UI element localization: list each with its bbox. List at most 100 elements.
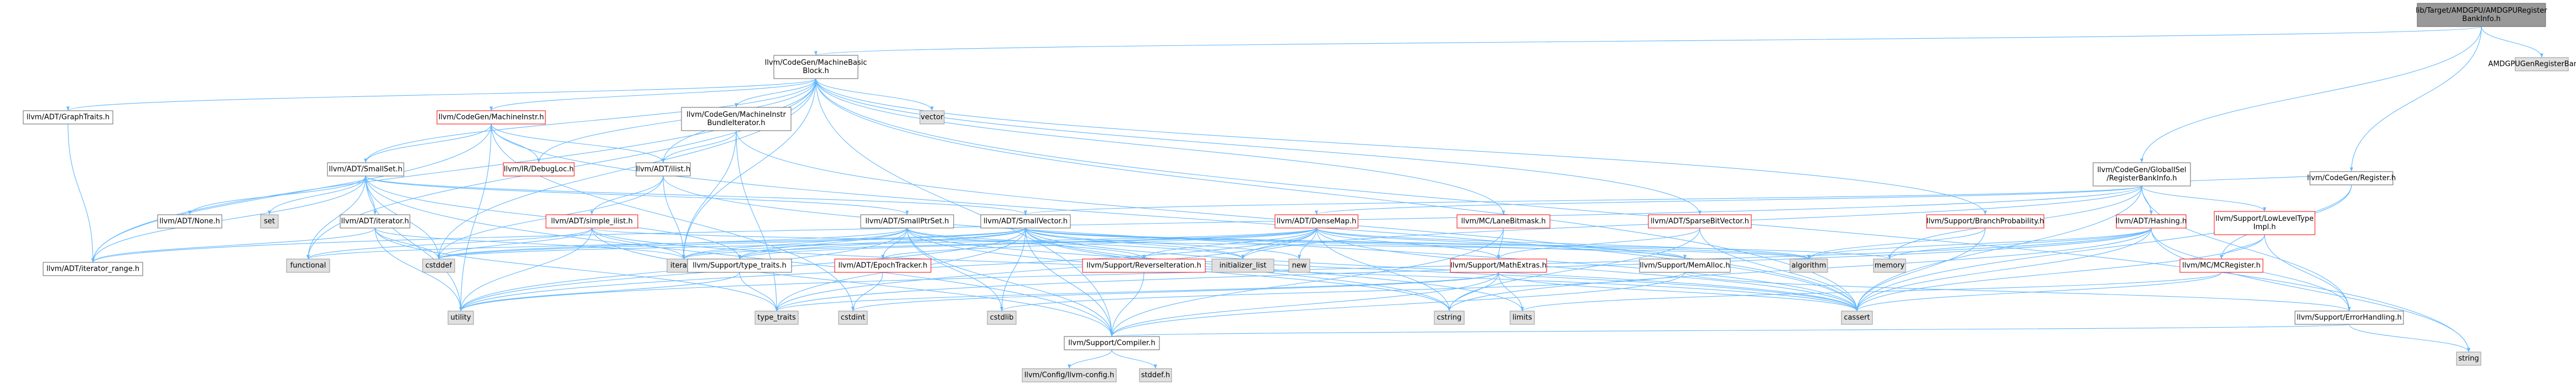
node-set: set [260, 214, 279, 229]
node-label: llvm/Config/llvm-config.h [1024, 371, 1114, 380]
edge-layer [66, 26, 2544, 369]
include-edge-epoch-to-cstdint [851, 272, 883, 312]
include-edge-smallset-to-iterrange [91, 175, 366, 263]
include-edge-errorhandling-to-string [2349, 324, 2471, 353]
include-edge-densemap-to-cassert [1316, 227, 1859, 312]
include-edge-adtiterator-to-iterator [374, 227, 685, 260]
node-box [834, 258, 931, 273]
include-edge-mathextras-to-type_traits [775, 272, 1499, 312]
node-limits: limits [1510, 311, 1535, 325]
include-edge-mcregister-to-cassert [1855, 272, 2222, 312]
node-label: algorithm [1792, 262, 1826, 270]
include-edge-lowlevel-to-cassert [1855, 234, 2265, 312]
node-adtiterator[interactable]: llvm/ADT/iterator.h [340, 214, 410, 229]
include-edge-smallset-to-smallvector [365, 175, 1027, 215]
include-edge-densemap-to-iterator [682, 227, 1317, 260]
node-ilist[interactable]: llvm/ADT/ilist.h [636, 162, 691, 177]
node-box [286, 258, 330, 273]
node-cstddef: cstddef [422, 258, 455, 273]
node-label: llvm/Support/ReverseIteration.h [1086, 262, 1201, 270]
node-debugloc[interactable]: llvm/IR/DebugLoc.h [503, 162, 575, 177]
node-sparsebit[interactable]: llvm/ADT/SparseBitVector.h [1648, 214, 1752, 229]
include-edge-globalisel-to-smallvector [1024, 185, 2142, 215]
node-mcregister[interactable]: llvm/MC/MCRegister.h [2179, 258, 2263, 273]
node-root[interactable]: lib/Target/AMDGPU/AMDGPURegisterBankInfo… [2416, 3, 2547, 27]
include-edge-simpleilist-to-cstddef [436, 227, 592, 260]
node-label: llvm/ADT/GraphTraits.h [27, 113, 110, 122]
node-functional: functional [286, 258, 330, 273]
node-memalloc[interactable]: llvm/Support/MemAlloc.h [1639, 258, 1731, 273]
node-compiler[interactable]: llvm/Support/Compiler.h [1064, 336, 1160, 350]
node-cgregister[interactable]: llvm/CodeGen/Register.h [2307, 171, 2396, 185]
include-edge-densemap-to-revit [1142, 227, 1317, 260]
node-label: BankInfo.h [2462, 15, 2500, 23]
include-edge-mbb-to-branchprob [815, 78, 1987, 215]
node-box [1022, 368, 1117, 382]
include-edge-ilist-to-iterator [663, 175, 686, 260]
node-globalisel[interactable]: llvm/CodeGen/GlobalISel/RegisterBankInfo… [2093, 162, 2191, 187]
node-box [1064, 336, 1160, 350]
include-edge-adtiterator-to-type_traits [374, 227, 779, 312]
node-label: set [264, 218, 275, 226]
include-edge-smallvector-to-new [1025, 227, 1301, 260]
include-edge-smallvector-to-memalloc [1025, 227, 1687, 260]
node-box [980, 214, 1071, 229]
include-edge-globalisel-to-cassert [1855, 185, 2142, 312]
include-edge-mbb-to-sparsebit [815, 78, 1701, 215]
include-edge-lowlevel-to-mcregister [2219, 234, 2265, 260]
node-label: cstring [1437, 314, 1461, 322]
node-revit[interactable]: llvm/Support/ReverseIteration.h [1082, 258, 1206, 273]
include-edge-graphtraits-to-iterrange [67, 123, 95, 263]
node-graphtraits[interactable]: llvm/ADT/GraphTraits.h [23, 110, 113, 125]
include-edge-memalloc-to-cstdlib [1000, 272, 1685, 312]
node-string: string [2456, 351, 2481, 366]
node-epoch[interactable]: llvm/ADT/EpochTracker.h [834, 258, 931, 273]
include-edge-root-to-mbb [814, 26, 2482, 56]
node-box [436, 110, 546, 125]
include-edge-mibundle-to-iterator [681, 130, 737, 260]
include-edge-densemap-to-cstring [1316, 227, 1451, 312]
node-minstr[interactable]: llvm/CodeGen/MachineInstr.h [436, 110, 546, 125]
node-label: limits [1512, 314, 1532, 322]
node-densemap[interactable]: llvm/ADT/DenseMap.h [1274, 214, 1359, 229]
include-edge-smallset-to-set [267, 175, 366, 215]
node-label: llvm/ADT/SmallSet.h [329, 165, 402, 174]
node-lanebitmask[interactable]: llvm/MC/LaneBitmask.h [1456, 214, 1550, 229]
node-label: llvm/CodeGen/MachineInstr [686, 111, 786, 119]
node-box [2116, 214, 2187, 229]
node-label: cstdlib [990, 314, 1014, 322]
node-mibundle[interactable]: llvm/CodeGen/MachineInstrBundleIterator.… [681, 107, 792, 131]
node-typetraits[interactable]: llvm/Support/type_traits.h [687, 258, 792, 273]
node-box [422, 258, 455, 273]
node-smallvector[interactable]: llvm/ADT/SmallVector.h [980, 214, 1071, 229]
node-label: llvm/CodeGen/MachineInstr.h [439, 113, 544, 122]
node-errorhandling[interactable]: llvm/Support/ErrorHandling.h [2294, 311, 2404, 325]
node-label: llvm/ADT/SmallPtrSet.h [865, 218, 949, 226]
node-hashing[interactable]: llvm/ADT/Hashing.h [2116, 214, 2187, 229]
node-label: llvm/Support/LowLevelType [2215, 215, 2314, 223]
include-edge-densemap-to-mathextras [1316, 227, 1500, 260]
node-simpleilist[interactable]: llvm/ADT/simple_ilist.h [545, 214, 638, 229]
include-edge-smallset-to-none [188, 175, 366, 215]
include-edge-mbb-to-mibundle [734, 78, 816, 108]
include-edge-sparsebit-to-cstring [1447, 227, 1700, 312]
include-edge-mathextras-to-compiler [1110, 272, 1499, 337]
include-edge-errorhandling-to-compiler [1111, 324, 2350, 337]
node-mathextras[interactable]: llvm/Support/MathExtras.h [1450, 258, 1547, 273]
node-algorithm: algorithm [1789, 258, 1828, 273]
node-smallptrset[interactable]: llvm/ADT/SmallPtrSet.h [860, 214, 954, 229]
node-box [1841, 311, 1873, 325]
node-label: llvm/Support/type_traits.h [693, 262, 787, 270]
include-edge-smallptrset-to-iterator [682, 227, 908, 260]
include-edge-simpleilist-to-functional [306, 227, 592, 260]
node-smallset[interactable]: llvm/ADT/SmallSet.h [327, 162, 404, 177]
include-edge-hashing-to-memory [1888, 227, 2152, 260]
node-iterrange[interactable]: llvm/ADT/iterator_range.h [43, 262, 143, 276]
node-box [260, 214, 279, 229]
node-none[interactable]: llvm/ADT/None.h [157, 214, 222, 229]
node-branchprob[interactable]: llvm/Support/BranchProbability.h [1926, 214, 2044, 229]
include-edge-adtiterator-to-utility [374, 227, 463, 312]
node-box [2456, 351, 2481, 366]
